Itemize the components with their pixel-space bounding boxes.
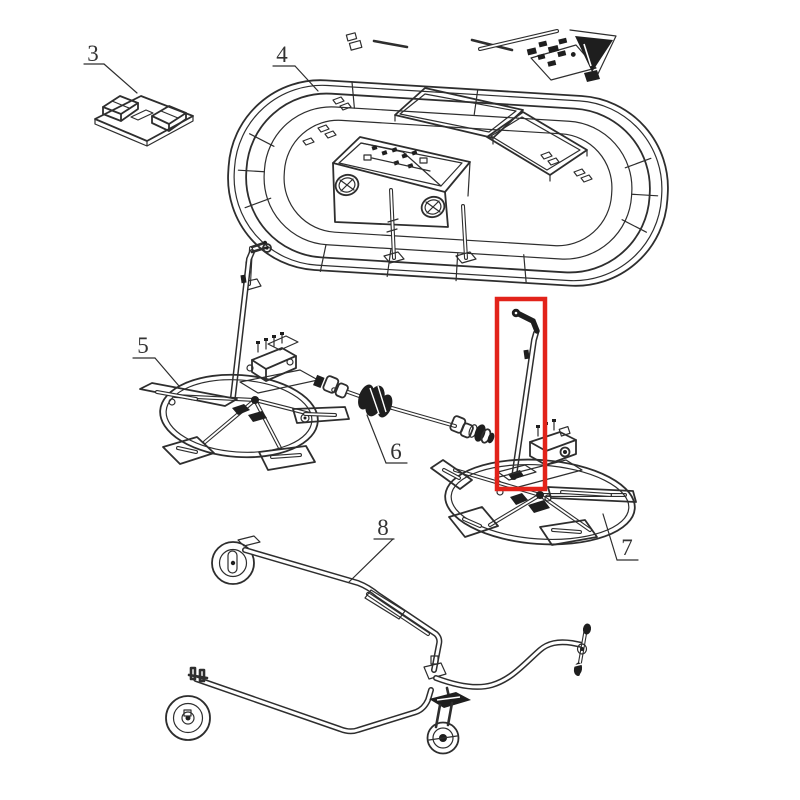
part-number-7: 7 <box>621 535 633 560</box>
part-number-4: 4 <box>276 42 288 67</box>
leader-line-5 <box>154 357 180 387</box>
part5-gearbox <box>239 332 319 394</box>
label-7: 7 <box>602 513 639 561</box>
cage-hatch-frames <box>394 87 588 182</box>
cage-clamp-dogs <box>302 96 593 183</box>
label-3: 3 <box>83 41 138 94</box>
part5-blades <box>139 382 350 471</box>
rubber-coupling <box>358 384 393 418</box>
part5-spider-arms <box>173 394 312 450</box>
leader-line-8 <box>348 538 394 583</box>
label-5: 5 <box>132 333 180 387</box>
part7-gearbox <box>494 419 583 490</box>
cage-center-box <box>332 136 471 228</box>
cage-struts <box>383 188 477 264</box>
leader-line-6 <box>366 414 387 464</box>
part-4-guard-cage <box>227 79 669 291</box>
cage-rails <box>227 79 669 287</box>
highlight-box <box>494 296 548 492</box>
part7-blades <box>430 459 637 546</box>
dolly-frame-tubes <box>193 547 447 735</box>
part5-handle-post <box>230 243 272 400</box>
leader-line-4 <box>294 65 319 92</box>
part-number-3: 3 <box>87 41 99 66</box>
part7-handle-post <box>497 308 540 481</box>
label-8: 8 <box>348 515 395 583</box>
vent-fan-left <box>334 173 360 197</box>
part-7-rotor-assembly <box>430 308 637 546</box>
truncated-top-parts <box>345 29 617 82</box>
box-internals <box>363 145 431 172</box>
truncated-engine <box>478 29 617 82</box>
dolly-handle-tube <box>433 639 585 690</box>
part-6-drive-shaft <box>313 374 495 444</box>
leader-line-3 <box>103 63 138 94</box>
part-number-5: 5 <box>137 333 149 358</box>
dolly-caster-wheel <box>426 686 471 755</box>
part-3-base-plate <box>94 95 194 147</box>
label-4: 4 <box>272 42 319 92</box>
dolly-left-wheel <box>165 695 211 741</box>
part-5-rotor-assembly <box>139 243 350 471</box>
dolly-hitch-fitting <box>187 666 209 683</box>
leader-line-7 <box>602 513 618 561</box>
part-number-6: 6 <box>390 439 402 464</box>
part-8-transport-dolly <box>165 535 592 755</box>
label-6: 6 <box>366 414 408 464</box>
dolly-top-wheel <box>211 535 261 585</box>
part-number-8: 8 <box>377 515 389 540</box>
dolly-handle-pin <box>573 623 592 676</box>
plate-bracket-left <box>102 95 139 122</box>
vent-fan-right <box>420 195 446 219</box>
plate-bracket-right <box>151 105 187 132</box>
part-labels: 3 4 5 6 7 8 <box>83 41 639 583</box>
